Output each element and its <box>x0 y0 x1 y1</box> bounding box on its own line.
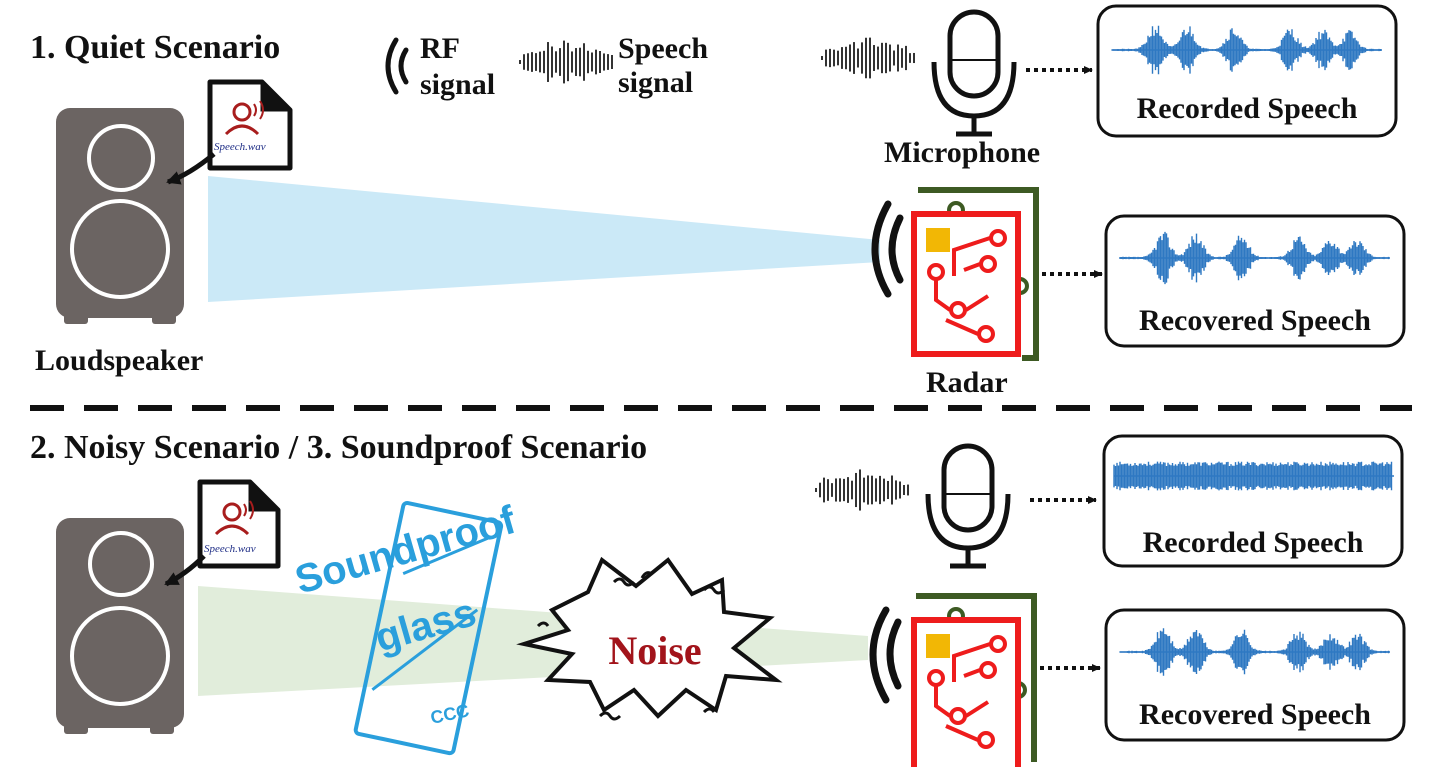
recorded-waveform <box>1113 461 1394 491</box>
quiet-beam <box>208 176 880 302</box>
glass-mark: CCC <box>429 700 471 728</box>
rf-legend-line2: signal <box>420 68 495 101</box>
noisy-scenario-title: 2. Noisy Scenario / 3. Soundproof Scenar… <box>30 429 647 466</box>
radar-label: Radar <box>926 366 1008 399</box>
recovered-waveform <box>1119 628 1390 676</box>
recorded-waveform <box>1111 25 1382 75</box>
recorded-speech-label: Recorded Speech <box>1137 92 1358 125</box>
loudspeaker-label: Loudspeaker <box>35 344 203 377</box>
radar-rf-waves <box>869 606 902 704</box>
microphone-icon <box>931 9 1017 137</box>
recovered-speech-label: Recovered Speech <box>1139 304 1371 337</box>
file-to-speaker-arrow <box>166 152 216 185</box>
recovered-speech-box: Recovered Speech <box>1104 608 1406 742</box>
microphone-icon <box>925 443 1011 569</box>
recorded-speech-box: Recorded Speech <box>1102 434 1404 568</box>
recorded-speech-box: Recorded Speech <box>1096 4 1398 138</box>
recovered-speech-label: Recovered Speech <box>1139 698 1371 731</box>
loudspeaker-icon <box>56 518 184 734</box>
recorded-speech-label: Recorded Speech <box>1143 526 1364 559</box>
noise-burst-icon: Noise <box>516 556 783 721</box>
audio-file-icon: Speech.wav <box>197 479 281 569</box>
microphone-label: Microphone <box>884 136 1040 169</box>
quiet-scenario-title: 1. Quiet Scenario <box>30 29 280 66</box>
speech-legend-line1: Speech <box>618 32 708 65</box>
rf-wave-icon <box>385 37 409 95</box>
radar-rf-waves <box>871 200 904 298</box>
recovered-speech-box: Recovered Speech <box>1104 214 1406 348</box>
file-label: Speech.wav <box>204 543 256 555</box>
recovered-waveform <box>1119 231 1390 285</box>
noisy-scenario-section: 2. Noisy Scenario / 3. Soundproof Scenar… <box>30 429 1406 767</box>
speech-wave-icon <box>815 469 909 511</box>
rf-legend-line1: RF <box>420 32 460 65</box>
file-to-speaker-arrow <box>164 554 206 587</box>
speech-wave-icon <box>519 40 613 84</box>
speech-wave-icon <box>821 37 915 79</box>
radar-board-icon <box>911 187 1039 361</box>
speech-legend-line2: signal <box>618 66 693 99</box>
noise-label: Noise <box>608 628 701 673</box>
radar-board-icon <box>911 593 1037 767</box>
file-label: Speech.wav <box>214 141 266 153</box>
quiet-scenario-section: 1. Quiet Scenario RF signal Speech signa… <box>30 4 1406 399</box>
loudspeaker-icon <box>56 108 184 324</box>
audio-file-icon: Speech.wav <box>207 79 293 171</box>
